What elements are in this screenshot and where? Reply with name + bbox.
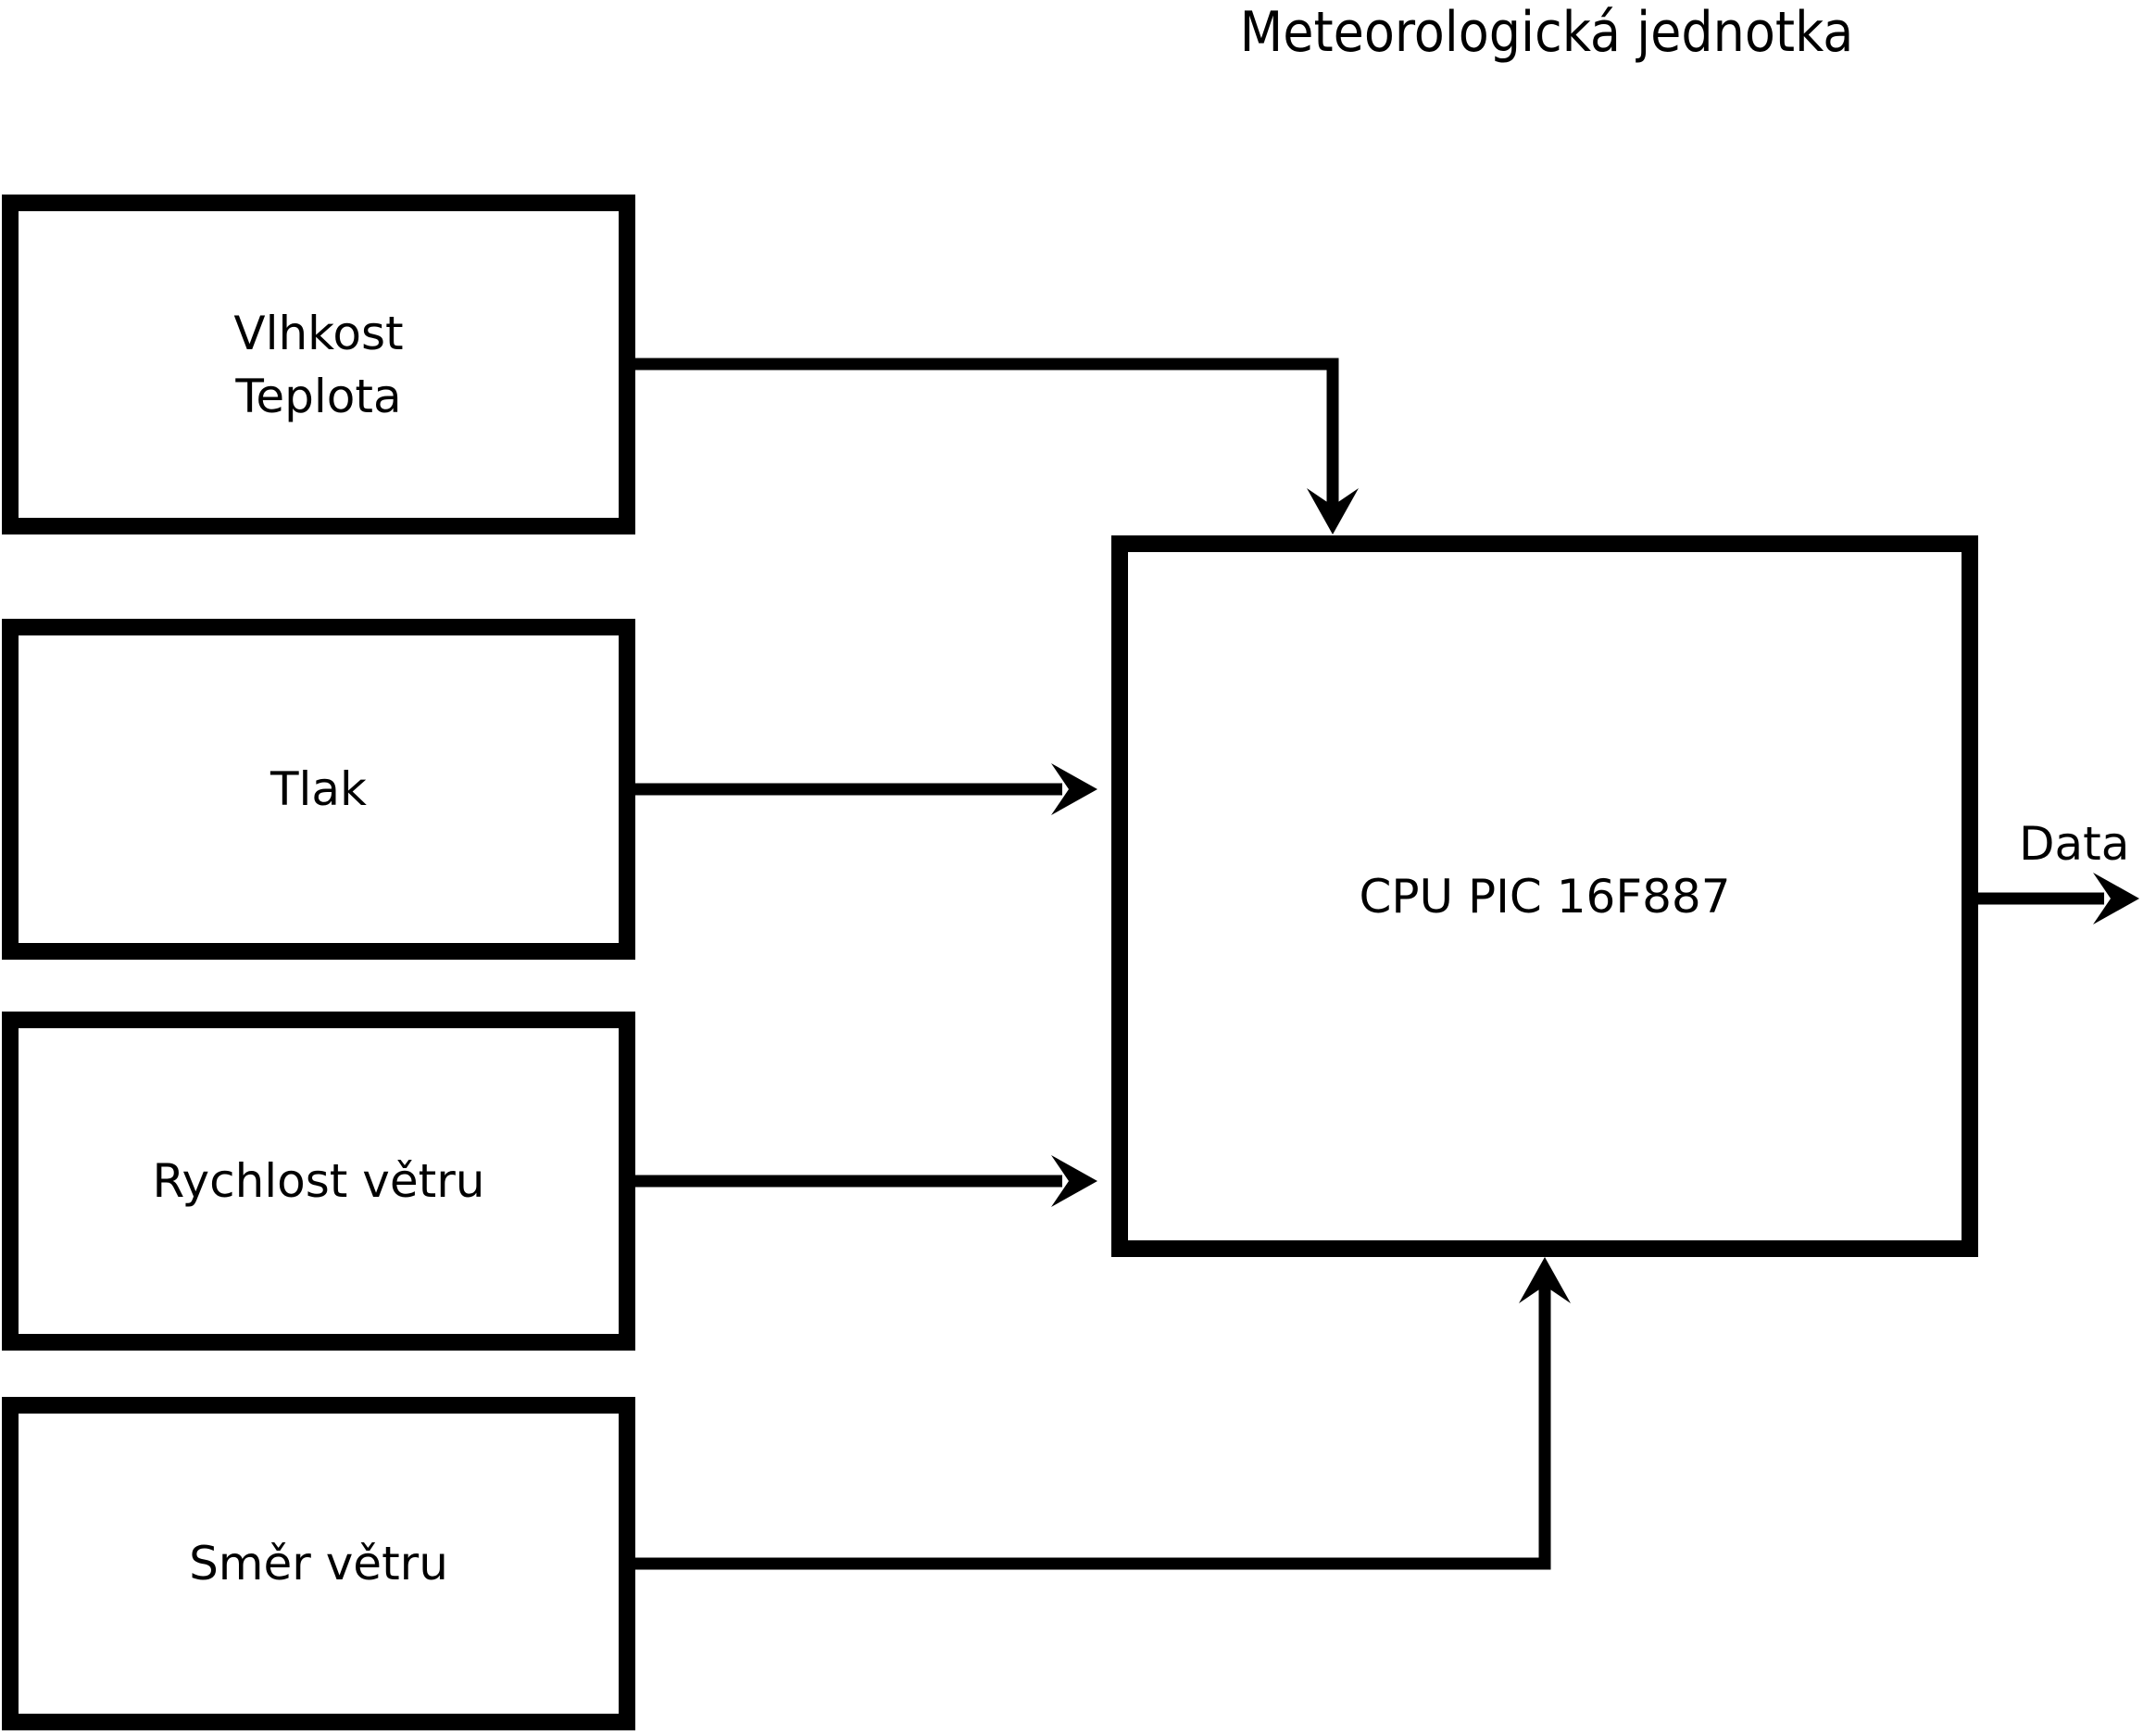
data-output-label: Data xyxy=(2019,817,2130,871)
diagram-title: Meteorologická jednotka xyxy=(1239,0,1854,65)
arrow-vlhkost-to-cpu xyxy=(635,358,1339,506)
sensor-label-line: Směr větru xyxy=(189,1537,448,1590)
sensor-label-line: Tlak xyxy=(270,762,368,816)
sensor-label-line: Vlhkost xyxy=(233,306,404,360)
arrow-smer-to-cpu xyxy=(635,1286,1551,1570)
arrowhead-right-icon xyxy=(1051,763,1097,815)
sensor-box-smer-vetru: Směr větru xyxy=(2,1397,635,1730)
arrowhead-right-icon xyxy=(2093,873,2139,924)
sensor-box-tlak: Tlak xyxy=(2,619,635,960)
arrowhead-right-icon xyxy=(1051,1155,1097,1207)
sensor-label-line: Teplota xyxy=(235,369,402,423)
arrowhead-down-icon xyxy=(1307,488,1359,534)
cpu-box: CPU PIC 16F887 xyxy=(1111,535,1978,1257)
arrowhead-up-icon xyxy=(1519,1257,1571,1303)
sensor-label-line: Rychlost větru xyxy=(152,1154,485,1208)
sensor-box-rychlost-vetru: Rychlost větru xyxy=(2,1012,635,1351)
sensor-box-vlhkost-teplota: Vlhkost Teplota xyxy=(2,195,635,534)
cpu-label: CPU PIC 16F887 xyxy=(1359,869,1731,924)
